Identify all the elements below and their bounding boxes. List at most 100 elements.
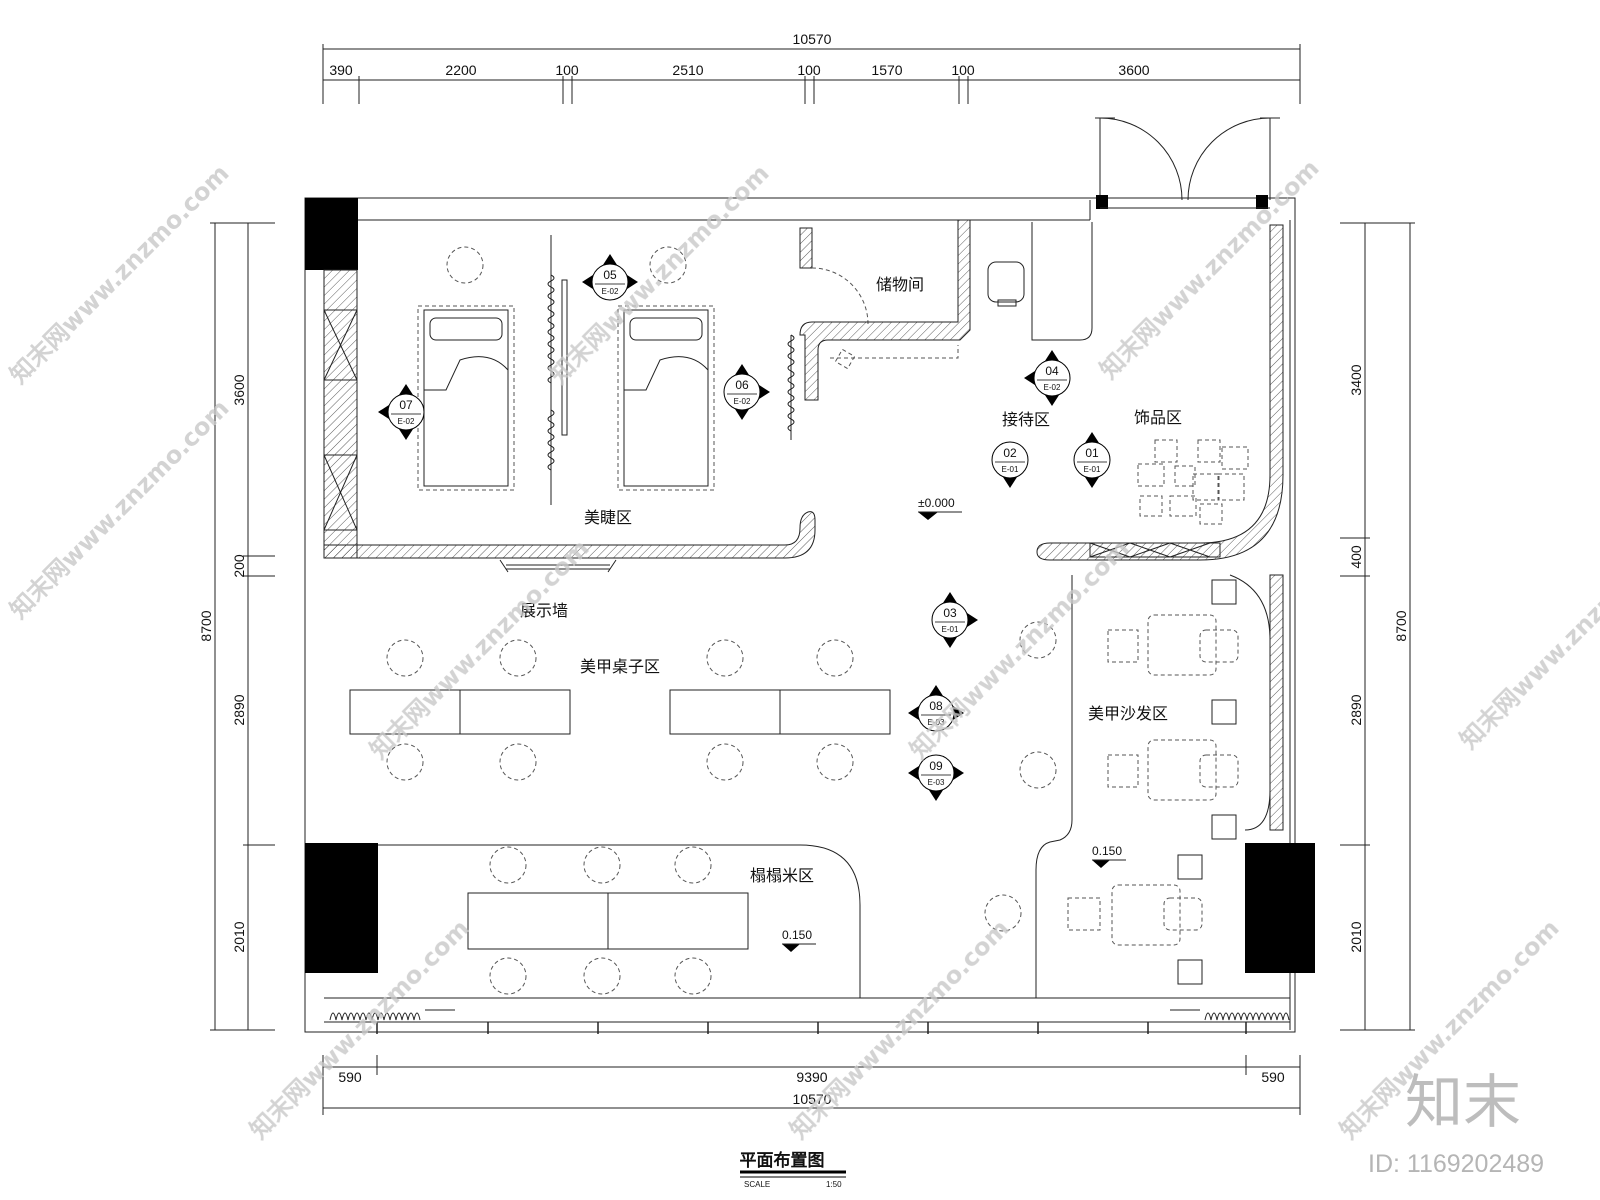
room-label-lash: 美睫区 xyxy=(584,508,632,527)
elevation-tag-number: 09 xyxy=(929,759,943,773)
structural-column-bottom-left xyxy=(305,843,378,973)
elevation-tag-number: 01 xyxy=(1085,446,1099,460)
level-marker-sofa: 0.150 xyxy=(1092,844,1126,868)
left-dim-4: 2010 xyxy=(231,921,247,952)
watermark-brand: 知末 xyxy=(1405,1068,1521,1136)
elevation-tag-number: 07 xyxy=(399,398,413,412)
bottom-dim-1: 590 xyxy=(338,1069,362,1085)
elevation-tag-ref: E-01 xyxy=(1084,465,1101,474)
elevation-tag-07: 07E-02 xyxy=(378,384,425,440)
elevation-tag-number: 08 xyxy=(929,699,943,713)
top-dim-3: 100 xyxy=(555,62,579,78)
bottom-dimensions: 590 9390 590 10570 xyxy=(322,1055,1301,1115)
scale-value: 1:50 xyxy=(826,1180,842,1189)
top-dim-8: 3600 xyxy=(1118,62,1149,78)
elevation-tag-ref: E-02 xyxy=(602,287,619,296)
left-dim-3: 2890 xyxy=(231,694,247,725)
elevation-tag-circle xyxy=(387,393,425,431)
right-dimensions: 8700 3400 400 2890 2010 xyxy=(1340,222,1415,1031)
room-label-storage: 储物间 xyxy=(876,275,924,294)
top-dim-6: 1570 xyxy=(871,62,902,78)
elevation-tag-number: 04 xyxy=(1045,364,1059,378)
right-total-dim: 8700 xyxy=(1393,610,1409,641)
elevation-tag-01: 01E-01 xyxy=(1073,432,1111,488)
elevation-tag-circle xyxy=(917,754,955,792)
level-main-text: ±0.000 xyxy=(918,496,955,510)
bottom-dim-2: 9390 xyxy=(796,1069,827,1085)
storage-room xyxy=(799,219,971,401)
top-dim-7: 100 xyxy=(951,62,975,78)
room-label-display-wall: 展示墙 xyxy=(520,601,568,620)
elevation-tag-04: 04E-02 xyxy=(1024,350,1071,406)
top-total-dim: 10570 xyxy=(793,31,832,47)
elevation-tag-circle xyxy=(591,263,629,301)
elevation-tag-ref: E-02 xyxy=(1044,383,1061,392)
elevation-tag-ref: E-03 xyxy=(928,718,945,727)
watermark-text: 知末网www.znzmo.com xyxy=(364,534,594,764)
display-wall-partition xyxy=(323,511,816,559)
structural-column-top-left xyxy=(305,198,358,270)
level-marker-main: ±0.000 xyxy=(918,496,962,520)
elevation-tag-number: 05 xyxy=(603,268,617,282)
left-wall-hatch xyxy=(323,269,358,559)
watermark-layer: 知末网www.znzmo.com 知末网www.znzmo.com 知末网www… xyxy=(4,154,1600,1144)
elevation-tag-09: 09E-03 xyxy=(908,754,964,801)
right-dim-1: 3400 xyxy=(1348,364,1364,395)
title-block: 平面布置图 SCALE 1:50 xyxy=(740,1150,846,1189)
tatami-zone xyxy=(378,844,861,998)
elevation-tag-circle xyxy=(917,694,955,732)
elevation-tag-ref: E-01 xyxy=(942,625,959,634)
elevation-tag-number: 06 xyxy=(735,378,749,392)
room-label-tatami: 榻榻米区 xyxy=(750,866,814,885)
radiator-right xyxy=(1204,1012,1290,1021)
accessories-display xyxy=(1036,224,1284,831)
elevation-tag-06: 06E-02 xyxy=(723,364,770,420)
elevation-tag-circle xyxy=(723,373,761,411)
nail-table-zone xyxy=(349,621,1057,932)
watermark-text: 知末网www.znzmo.com xyxy=(1454,524,1600,754)
room-label-accessories: 饰品区 xyxy=(1134,408,1182,427)
level-sofa-text: 0.150 xyxy=(1092,844,1122,858)
lash-zone xyxy=(323,235,816,573)
elevation-tag-ref: E-03 xyxy=(928,778,945,787)
drawing-title: 平面布置图 xyxy=(740,1150,825,1171)
elevation-tag-number: 03 xyxy=(943,606,957,620)
elevation-tags: 01E-0102E-0103E-0104E-0205E-0206E-0207E-… xyxy=(378,254,1111,801)
room-label-nail-sofa: 美甲沙发区 xyxy=(1088,704,1168,723)
elevation-tag-ref: E-02 xyxy=(734,397,751,406)
top-dim-2: 2200 xyxy=(445,62,476,78)
watermark-text: 知末网www.znzmo.com xyxy=(4,159,234,389)
right-dim-2: 400 xyxy=(1348,545,1364,569)
watermark-text: 知末网www.znzmo.com xyxy=(4,394,234,624)
level-tatami-text: 0.150 xyxy=(782,928,812,942)
reception-desk xyxy=(987,222,1093,341)
elevation-tag-circle xyxy=(931,601,969,639)
elevation-tag-08: 08E-03 xyxy=(908,685,964,732)
watermark-text: 知末网www.znzmo.com xyxy=(544,159,774,389)
right-dim-3: 2890 xyxy=(1348,694,1364,725)
outer-walls xyxy=(304,197,1315,1034)
room-label-reception: 接待区 xyxy=(1002,410,1050,429)
entrance-double-door xyxy=(1089,117,1280,220)
watermark-text: 知末网www.znzmo.com xyxy=(904,534,1134,764)
top-dim-5: 100 xyxy=(797,62,821,78)
radiator-left xyxy=(329,1012,421,1021)
structural-column-bottom-right xyxy=(1245,843,1315,973)
elevation-tag-circle xyxy=(991,441,1029,479)
bottom-total-dim: 10570 xyxy=(793,1091,832,1107)
elevation-tag-circle xyxy=(1033,359,1071,397)
elevation-tag-circle xyxy=(1073,441,1111,479)
lash-bed-1 xyxy=(417,305,515,491)
left-dim-1: 3600 xyxy=(231,374,247,405)
left-dimensions: 8700 3600 200 2890 2010 xyxy=(198,222,275,1031)
right-dim-4: 2010 xyxy=(1348,921,1364,952)
elevation-tag-05: 05E-02 xyxy=(582,254,638,301)
top-dimensions: 10570 390 2200 100 2510 100 1570 100 360… xyxy=(322,31,1301,104)
left-total-dim: 8700 xyxy=(198,610,214,641)
bottom-dim-3: 590 xyxy=(1261,1069,1285,1085)
room-label-nail-tables: 美甲桌子区 xyxy=(580,657,660,676)
watermark-text: 知末网www.znzmo.com xyxy=(784,914,1014,1144)
elevation-tag-02: 02E-01 xyxy=(991,441,1029,488)
top-dim-4: 2510 xyxy=(672,62,703,78)
